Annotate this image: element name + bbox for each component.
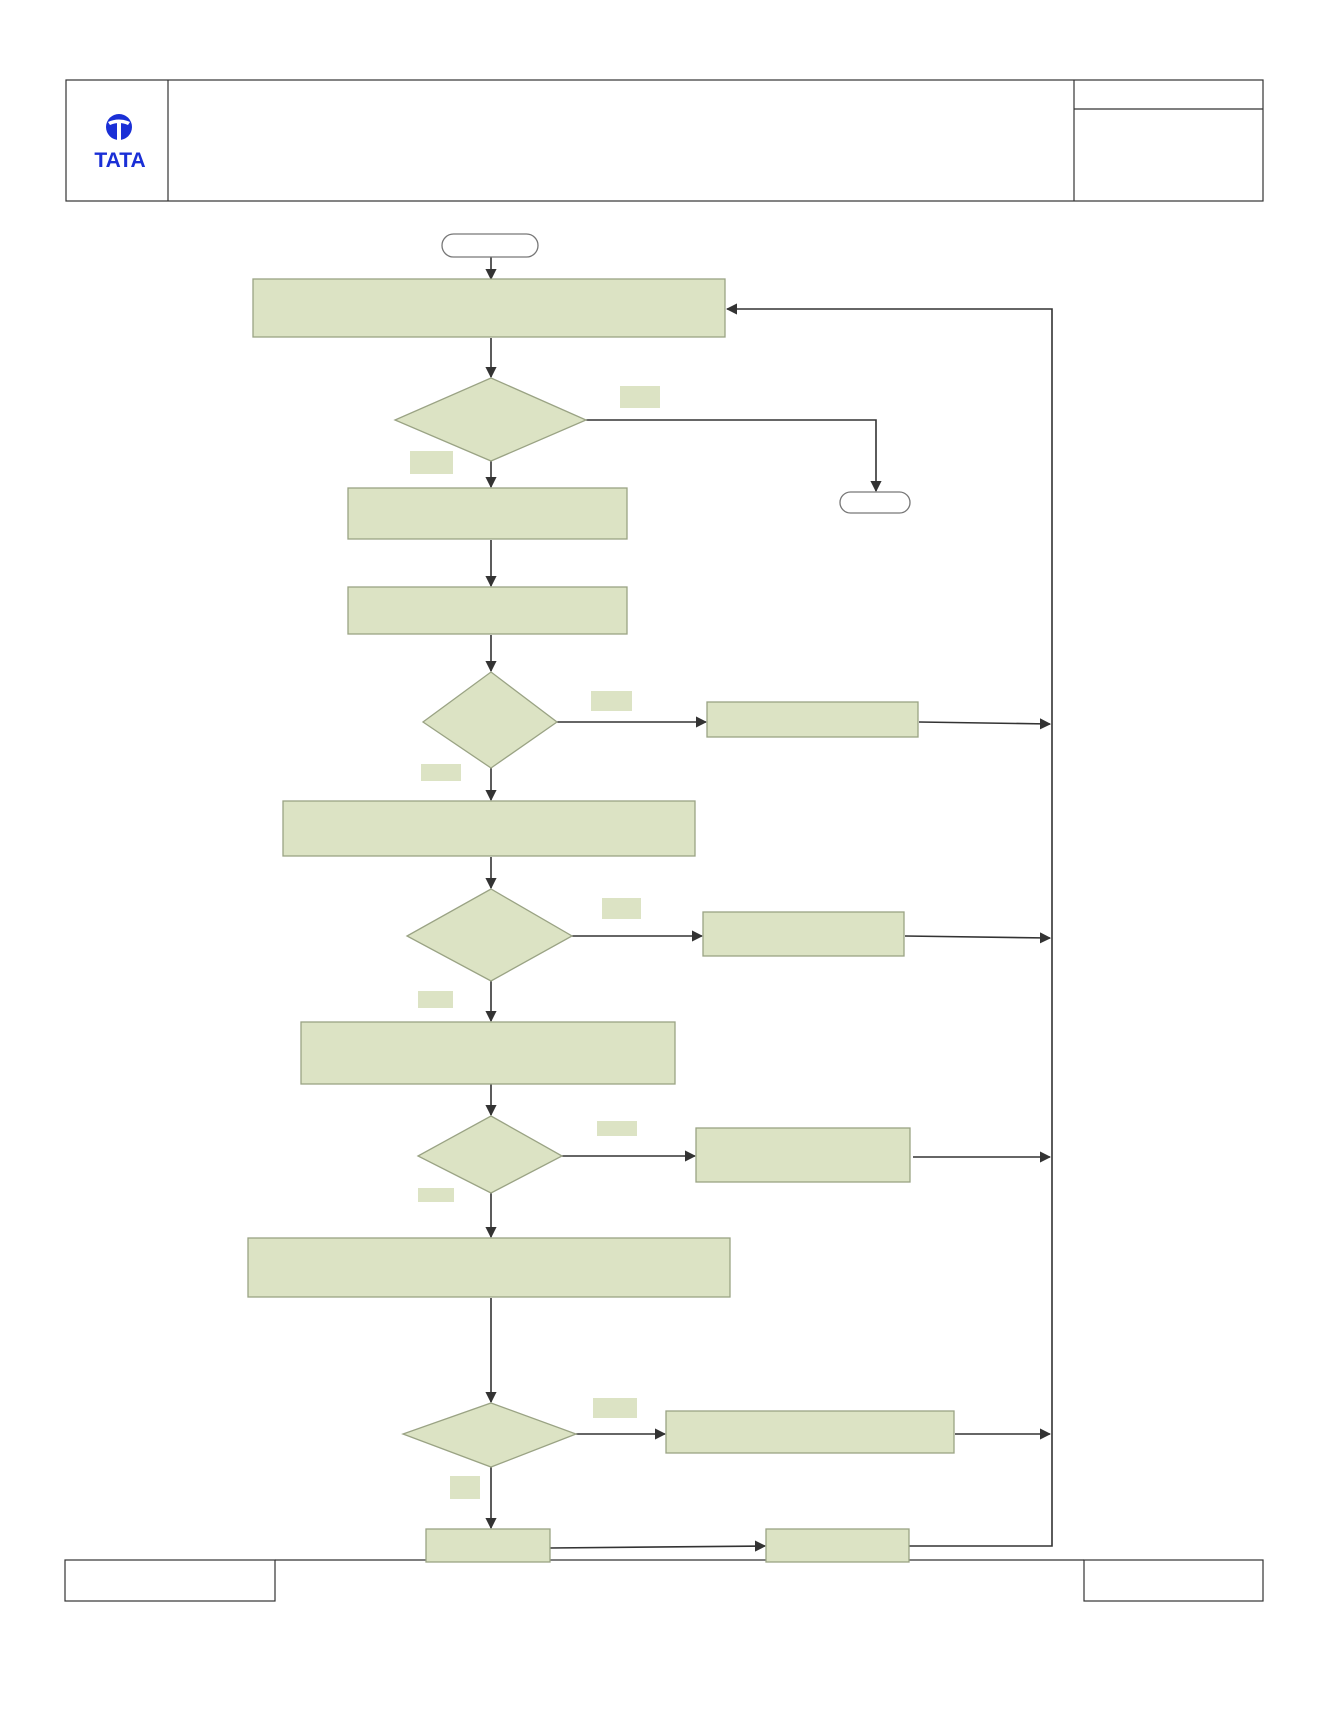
process-step-4	[282, 800, 696, 857]
tata-logo-icon: TATA	[94, 114, 146, 172]
edge-branch2-loop	[918, 718, 1052, 730]
process-step-3	[347, 586, 628, 635]
document-header: TATA	[65, 79, 1264, 202]
process-step-7	[425, 1528, 551, 1563]
logo-text: TATA	[94, 149, 145, 172]
process-step-2	[347, 487, 628, 540]
branch-box-5	[665, 1410, 955, 1454]
process-step-6	[247, 1237, 731, 1298]
edge-loop-back	[725, 303, 1053, 1547]
branch-box-4	[695, 1127, 911, 1183]
flow-nodes	[247, 233, 955, 1563]
end-terminal	[839, 491, 911, 514]
edge-decision1-end	[586, 419, 882, 493]
process-step-5	[300, 1021, 676, 1085]
decision-5	[401, 1402, 578, 1468]
process-step-1	[252, 278, 726, 338]
branch-box-2	[706, 701, 919, 738]
decision-3	[405, 888, 574, 982]
decision-1	[393, 377, 588, 462]
process-step-8	[765, 1528, 910, 1563]
decision-4	[416, 1115, 564, 1194]
edge-branch3-loop	[904, 932, 1052, 944]
edge-step7-step8	[549, 1540, 767, 1552]
branch-box-3	[702, 911, 905, 957]
decision-2	[421, 671, 559, 769]
start-terminal	[441, 233, 539, 258]
document-footer	[64, 1559, 1264, 1602]
edge-labels	[410, 386, 660, 1499]
connectors	[485, 257, 1053, 1552]
